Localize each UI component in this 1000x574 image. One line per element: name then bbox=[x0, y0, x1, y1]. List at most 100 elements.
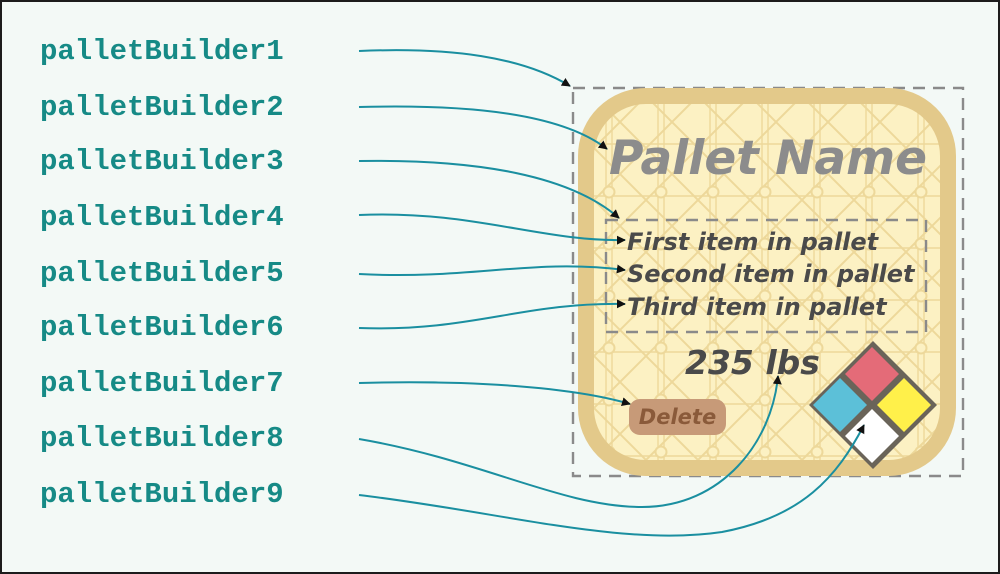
lattice-strand bbox=[66, 96, 438, 468]
lattice-strand bbox=[645, 96, 948, 468]
lattice-junction bbox=[810, 445, 824, 459]
lattice-strand bbox=[126, 96, 498, 468]
lattice-strand bbox=[178, 96, 550, 468]
lattice-junction bbox=[914, 341, 928, 355]
lattice-junction bbox=[758, 445, 772, 459]
lattice-strand bbox=[2, 96, 126, 468]
lattice-strand bbox=[958, 96, 1000, 468]
lattice-strand bbox=[586, 96, 907, 468]
lattice-strand bbox=[586, 96, 863, 468]
lattice-junction bbox=[810, 341, 824, 355]
lattice-junction bbox=[654, 341, 668, 355]
delete-button[interactable]: Delete bbox=[629, 399, 726, 435]
lattice-strand bbox=[74, 96, 446, 468]
lattice-strand bbox=[853, 96, 948, 468]
lattice-junction bbox=[654, 445, 668, 459]
hazard-white-quadrant bbox=[845, 409, 899, 463]
label-pallet-builder-9: palletBuilder9 bbox=[40, 478, 284, 511]
lattice-junction bbox=[810, 289, 824, 303]
connector-pallet-builder-5 bbox=[358, 264, 626, 277]
lattice-junction bbox=[758, 341, 772, 355]
connector-pallet-builder-6 bbox=[358, 299, 626, 330]
lattice-junction bbox=[706, 289, 720, 303]
lattice-junction bbox=[654, 289, 668, 303]
lattice-junction bbox=[758, 185, 772, 199]
lattice-strand bbox=[2, 96, 290, 468]
lattice-junction bbox=[810, 185, 824, 199]
lattice-strand bbox=[2, 96, 334, 468]
lattice-strand bbox=[2, 96, 186, 468]
hazard-outer-frame bbox=[809, 341, 937, 469]
pallet-name: Pallet Name bbox=[609, 131, 927, 186]
connector-pallet-builder-8 bbox=[358, 375, 782, 509]
lattice-strand bbox=[2, 96, 82, 468]
lattice-strand bbox=[697, 96, 948, 468]
label-pallet-builder-7: palletBuilder7 bbox=[40, 367, 284, 400]
lattice-junction bbox=[810, 237, 824, 251]
lattice-strand bbox=[586, 96, 603, 468]
lattice-junction bbox=[706, 445, 720, 459]
lattice-strand bbox=[950, 96, 1000, 468]
lattice-strand bbox=[2, 96, 230, 468]
pallet-item-3: Third item in pallet bbox=[627, 293, 888, 321]
pallet-item-2: Second item in pallet bbox=[627, 260, 916, 288]
delete-button-shape[interactable] bbox=[629, 399, 726, 435]
pallet-card-border bbox=[578, 88, 956, 476]
lattice-junction bbox=[602, 185, 616, 199]
lattice-junction bbox=[706, 185, 720, 199]
connector-pallet-builder-2 bbox=[358, 105, 608, 150]
label-pallet-builder-1: palletBuilder1 bbox=[40, 35, 284, 68]
hazard-red-quadrant bbox=[845, 347, 899, 401]
lattice-strand bbox=[741, 96, 948, 468]
lattice-strand bbox=[689, 96, 948, 468]
lattice-strand bbox=[22, 96, 394, 468]
connector-pallet-builder-4 bbox=[358, 213, 626, 245]
lattice-strand bbox=[801, 96, 948, 468]
lattice-strand bbox=[2, 96, 30, 468]
lattice-strand bbox=[586, 96, 699, 468]
label-pallet-builder-3: palletBuilder3 bbox=[40, 145, 284, 178]
lattice-strand bbox=[2, 96, 134, 468]
lattice-strand bbox=[2, 96, 74, 468]
lattice-junction bbox=[862, 185, 876, 199]
item-list-box bbox=[604, 218, 928, 334]
label-pallet-builder-4: palletBuilder4 bbox=[40, 201, 284, 234]
label-pallet-builder-8: palletBuilder8 bbox=[40, 422, 284, 455]
lattice-junction bbox=[706, 237, 720, 251]
hazard-yellow-quadrant bbox=[877, 378, 931, 432]
connector-pallet-builder-9 bbox=[358, 424, 865, 537]
lattice-junction bbox=[862, 289, 876, 303]
connector-pallet-builder-1 bbox=[358, 49, 571, 87]
pallet-weight: 235 lbs bbox=[685, 343, 820, 382]
label-pallet-builder-5: palletBuilder5 bbox=[40, 257, 284, 290]
lattice-strand bbox=[2, 96, 178, 468]
hazard-diamond-icon bbox=[809, 341, 937, 469]
lattice-strand bbox=[170, 96, 542, 468]
delete-button-label: Delete bbox=[639, 405, 716, 429]
lattice-strand bbox=[2, 96, 282, 468]
lattice-strand bbox=[586, 96, 595, 468]
lattice-junction bbox=[758, 289, 772, 303]
lattice-junction bbox=[654, 237, 668, 251]
lattice-strand bbox=[749, 96, 948, 468]
lattice-strand bbox=[2, 96, 238, 468]
connector-pallet-builder-7 bbox=[358, 381, 631, 407]
lattice-junction bbox=[914, 289, 928, 303]
lattice-junction bbox=[914, 185, 928, 199]
lattice-junction bbox=[862, 237, 876, 251]
lattice-strand bbox=[586, 96, 803, 468]
lattice-strand bbox=[586, 96, 751, 468]
hazard-blue-quadrant bbox=[813, 378, 867, 432]
pallet-item-1: First item in pallet bbox=[627, 228, 880, 256]
connector-pallet-builder-3 bbox=[358, 159, 620, 219]
lattice-strand bbox=[14, 96, 386, 468]
pallet-bounds-outline bbox=[571, 86, 965, 478]
lattice-junction bbox=[602, 341, 616, 355]
lattice-junction bbox=[706, 341, 720, 355]
lattice-strand bbox=[2, 96, 22, 468]
lattice-junction bbox=[758, 393, 772, 407]
label-pallet-builder-6: palletBuilder6 bbox=[40, 311, 284, 344]
